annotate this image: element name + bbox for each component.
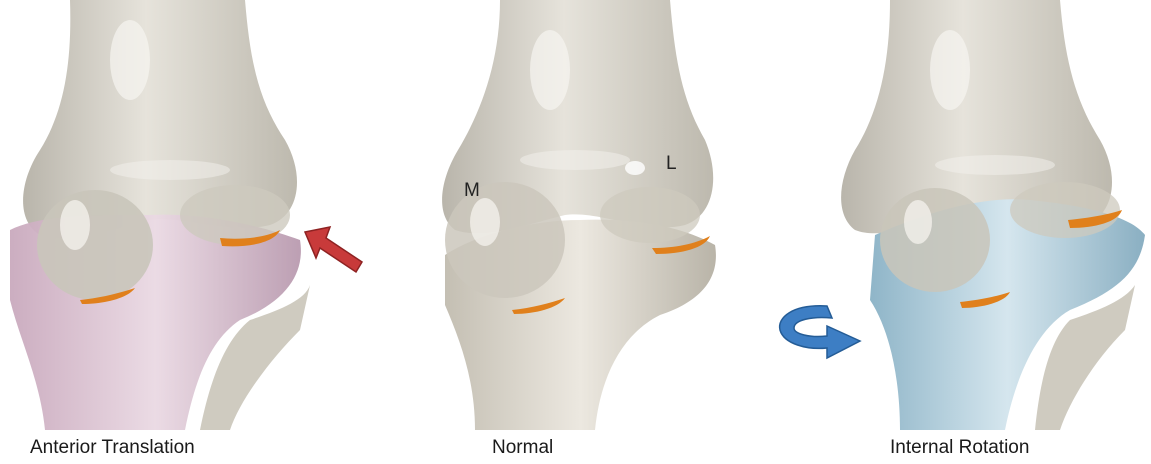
panel-normal: M L Normal — [420, 0, 740, 464]
label-lateral: L — [666, 153, 677, 175]
caption-internal-rotation: Internal Rotation — [890, 437, 1029, 459]
red-push-arrow-icon — [300, 222, 370, 282]
caption-normal: Normal — [492, 437, 553, 459]
knee-illustration-internal-rotation — [770, 0, 1151, 464]
knee-illustration-normal — [420, 0, 740, 464]
panel-anterior-translation: Anterior Translation — [0, 0, 380, 464]
caption-anterior-translation: Anterior Translation — [30, 437, 195, 459]
label-medial: M — [464, 180, 480, 202]
blue-rotation-arrow-icon — [772, 298, 867, 368]
panel-internal-rotation: Internal Rotation — [770, 0, 1151, 464]
